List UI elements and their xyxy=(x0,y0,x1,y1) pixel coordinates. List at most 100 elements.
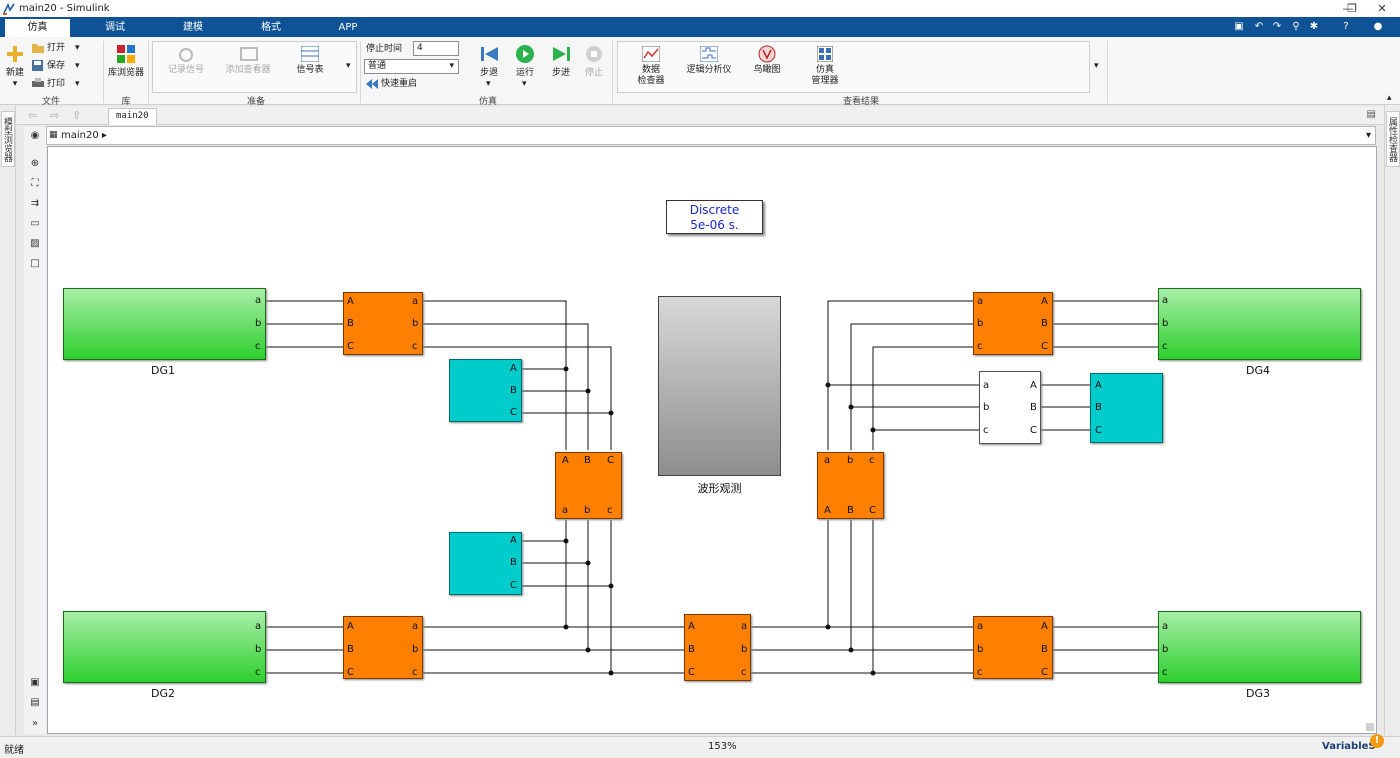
birds-eye-button[interactable]: 鸟瞰图 xyxy=(753,65,781,75)
image-icon[interactable]: ▨ xyxy=(30,238,40,249)
tab-modeling[interactable]: 建模 xyxy=(183,22,203,33)
transformer-bottom-right[interactable] xyxy=(973,616,1053,679)
open-dropdown-icon[interactable]: ▾ xyxy=(75,43,80,53)
new-dropdown-icon[interactable]: ▾ xyxy=(12,79,18,89)
save-quick-icon[interactable]: ▣ xyxy=(1234,21,1244,32)
new-icon[interactable] xyxy=(7,45,23,66)
model-canvas[interactable]: Discrete 5e-06 s. 波形观测 DG1 a b c DG2 a b… xyxy=(47,146,1377,734)
redo-icon[interactable]: ↷ xyxy=(1272,21,1282,32)
data-inspector-button[interactable]: 数据 检查器 xyxy=(632,65,670,87)
step-forward-button[interactable]: 步进 xyxy=(551,68,570,78)
search-icon[interactable]: ⚲ xyxy=(1292,21,1300,32)
tvr-port-C: C xyxy=(869,505,876,516)
ttl-port-a: a xyxy=(412,296,419,307)
run-dropdown-icon[interactable]: ▾ xyxy=(522,79,527,89)
dg1-block[interactable] xyxy=(63,288,266,360)
ttr-port-a: a xyxy=(977,296,984,307)
library-browser-button[interactable]: 库浏览器 xyxy=(107,68,144,78)
area-icon[interactable]: □ xyxy=(30,258,40,269)
warning-icon[interactable]: ! xyxy=(1370,734,1384,748)
load-top[interactable] xyxy=(449,359,522,422)
save-dropdown-icon[interactable]: ▾ xyxy=(75,61,80,71)
dg1-label: DG1 xyxy=(151,364,175,377)
fast-restart-toggle[interactable]: 快速重启 xyxy=(381,79,418,89)
zoom-icon[interactable]: ⊕ xyxy=(30,158,40,169)
tab-main20[interactable]: main20 xyxy=(108,108,157,125)
breadcrumb-arrow-icon[interactable]: ▸ xyxy=(101,130,107,141)
tab-format[interactable]: 格式 xyxy=(261,22,281,33)
save-button[interactable]: 保存 xyxy=(47,61,66,71)
minimize-button[interactable]: — xyxy=(1342,2,1354,15)
data-inspector-label-1: 数据 xyxy=(641,65,660,75)
new-button[interactable]: 新建 xyxy=(5,68,24,78)
review-expand-icon[interactable]: ▾ xyxy=(1094,61,1099,71)
birds-eye-icon xyxy=(758,45,776,66)
breadcrumb-dropdown-icon[interactable]: ▾ xyxy=(1365,130,1371,141)
tab-apps[interactable]: APP xyxy=(338,22,358,33)
up-arrow-icon[interactable]: ⇧ xyxy=(72,109,82,122)
forward-arrow-icon[interactable]: ⇨ xyxy=(50,109,60,122)
tab-debug[interactable]: 调试 xyxy=(105,22,125,33)
add-viewer-button[interactable]: 添加查看器 xyxy=(225,65,271,75)
fit-view-icon[interactable]: ⛶ xyxy=(31,178,39,189)
record-signal-button[interactable]: 记录信号 xyxy=(167,65,204,75)
print-button[interactable]: 打印 xyxy=(47,79,66,89)
expand-tools-icon[interactable]: » xyxy=(31,718,39,729)
breaker-block[interactable] xyxy=(979,371,1041,444)
ttr-port-c: c xyxy=(977,341,983,352)
dg3-port-a: a xyxy=(1162,621,1169,632)
account-icon[interactable]: ● xyxy=(1373,21,1383,32)
load-right[interactable] xyxy=(1090,373,1163,443)
hierarchy-icon[interactable]: ▤ xyxy=(30,697,40,708)
community-icon[interactable]: ✱ xyxy=(1309,21,1319,32)
dg4-port-a: a xyxy=(1162,295,1169,306)
scope-block[interactable] xyxy=(658,296,781,476)
load-bottom[interactable] xyxy=(449,532,522,595)
undo-icon[interactable]: ↶ xyxy=(1254,21,1264,32)
help-icon[interactable]: ? xyxy=(1343,21,1349,32)
transformer-vertical-left[interactable] xyxy=(555,452,622,519)
tbl-port-A: A xyxy=(347,621,354,632)
stop-button[interactable]: 停止 xyxy=(584,68,603,78)
tab-simulation[interactable]: 仿真 xyxy=(5,19,70,37)
restore-button[interactable]: ❐ xyxy=(1347,2,1357,15)
tab-list-icon[interactable]: ▤ xyxy=(1366,109,1376,120)
simulation-manager-button[interactable]: 仿真 管理器 xyxy=(806,65,844,87)
hide-panel-icon[interactable]: ◉ xyxy=(30,130,40,141)
simulation-mode-select[interactable]: 普通 ▾ xyxy=(364,59,459,74)
property-inspector-tab[interactable]: 属性检查器 xyxy=(1386,111,1400,167)
transformer-bottom-center[interactable] xyxy=(684,614,751,681)
breadcrumb-item-main20[interactable]: main20 xyxy=(61,130,99,141)
open-button[interactable]: 打开 xyxy=(47,43,66,53)
solver-status[interactable]: VariableS xyxy=(1322,741,1376,752)
back-arrow-icon[interactable]: ⇦ xyxy=(28,109,38,122)
run-button[interactable]: 运行 xyxy=(515,68,534,78)
stop-time-input[interactable]: 4 xyxy=(413,41,459,56)
dg2-block[interactable] xyxy=(63,611,266,683)
breadcrumb: ▦ main20 ▸ ▾ xyxy=(46,126,1376,145)
canvas-resize-grip[interactable] xyxy=(1366,723,1374,731)
transformer-top-right[interactable] xyxy=(973,292,1053,355)
transformer-top-left[interactable] xyxy=(343,292,423,355)
logic-analyzer-button[interactable]: 逻辑分析仪 xyxy=(686,65,732,75)
dg4-block[interactable] xyxy=(1158,288,1361,360)
transformer-vertical-right[interactable] xyxy=(817,452,884,519)
screenshot-icon[interactable]: ▣ xyxy=(30,677,40,688)
signal-table-button[interactable]: 信号表 xyxy=(296,65,324,75)
powergui-discrete-block[interactable]: Discrete 5e-06 s. xyxy=(666,200,763,234)
tbl-port-c: c xyxy=(412,667,418,678)
close-button[interactable]: ✕ xyxy=(1377,2,1387,15)
tbc-port-c: c xyxy=(741,667,747,678)
step-back-dropdown-icon[interactable]: ▾ xyxy=(486,79,491,89)
step-back-button[interactable]: 步退 xyxy=(479,68,498,78)
dg1-port-a: a xyxy=(255,295,262,306)
arrow-swap-icon[interactable]: ⇉ xyxy=(30,198,40,209)
transformer-bottom-left[interactable] xyxy=(343,616,423,679)
model-browser-tab[interactable]: 模型浏览器 xyxy=(1,111,15,167)
dg3-port-c: c xyxy=(1162,667,1168,678)
collapse-ribbon-icon[interactable]: ▴ xyxy=(1387,93,1392,103)
annotation-icon[interactable]: ▭ xyxy=(30,218,40,229)
print-dropdown-icon[interactable]: ▾ xyxy=(75,79,80,89)
dg3-block[interactable] xyxy=(1158,611,1361,683)
prepare-expand-icon[interactable]: ▾ xyxy=(346,61,351,71)
